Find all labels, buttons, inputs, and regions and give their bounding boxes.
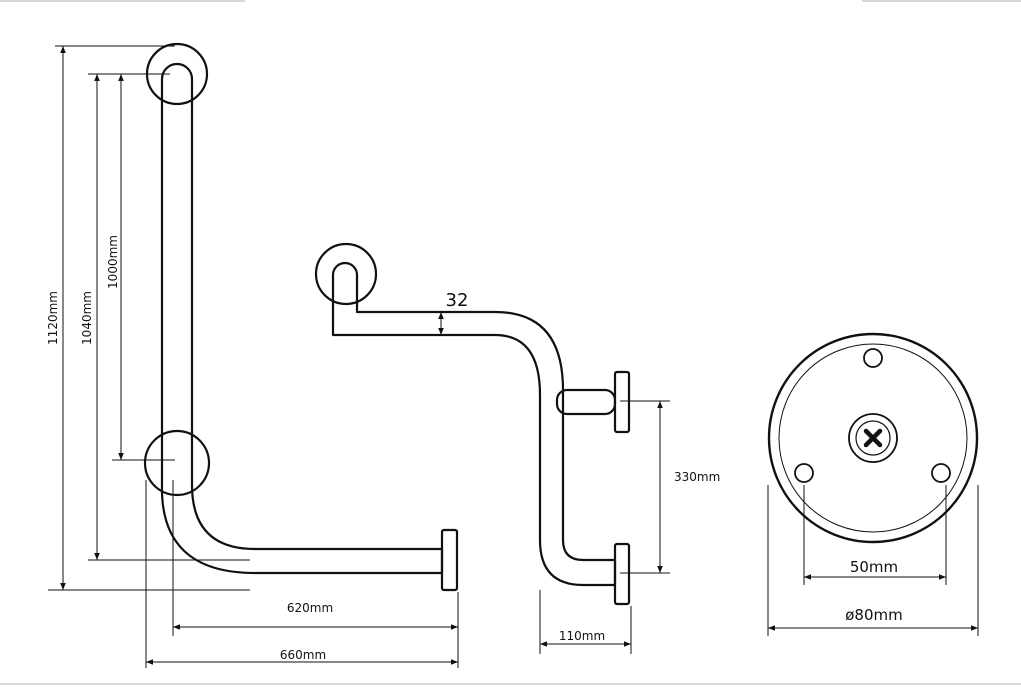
flange-inner-rim: [778, 343, 968, 533]
label-1040mm: 1040mm: [80, 291, 94, 345]
label-50mm: 50mm: [850, 558, 898, 576]
upper-wall-flange: [613, 370, 631, 434]
label-660mm: 660mm: [280, 648, 326, 662]
lower-wall-flange: [613, 542, 631, 606]
wall-connector-tube: [555, 388, 617, 416]
offset-bar-tube: [331, 261, 617, 587]
end-flange-plate: [440, 528, 459, 592]
label-110mm: 110mm: [559, 629, 605, 643]
flange-face-view: [767, 332, 979, 544]
corner-mounting-flange: [143, 429, 211, 497]
label-1120mm: 1120mm: [46, 291, 60, 345]
screw-hole-top: [863, 348, 883, 368]
label-80mm: ø80mm: [845, 606, 903, 624]
label-330mm: 330mm: [674, 470, 720, 484]
center-screw-cross-icon: [863, 428, 883, 448]
screw-hole-left: [794, 463, 814, 483]
l-bar-tube: [160, 62, 444, 575]
label-1000mm: 1000mm: [106, 235, 120, 289]
offset-grab-bar: [314, 242, 631, 606]
side-mounting-flange: [314, 242, 378, 306]
screw-hole-right: [931, 463, 951, 483]
label-32: 32: [446, 290, 469, 311]
l-grab-bar: [143, 42, 459, 592]
label-620mm: 620mm: [287, 601, 333, 615]
